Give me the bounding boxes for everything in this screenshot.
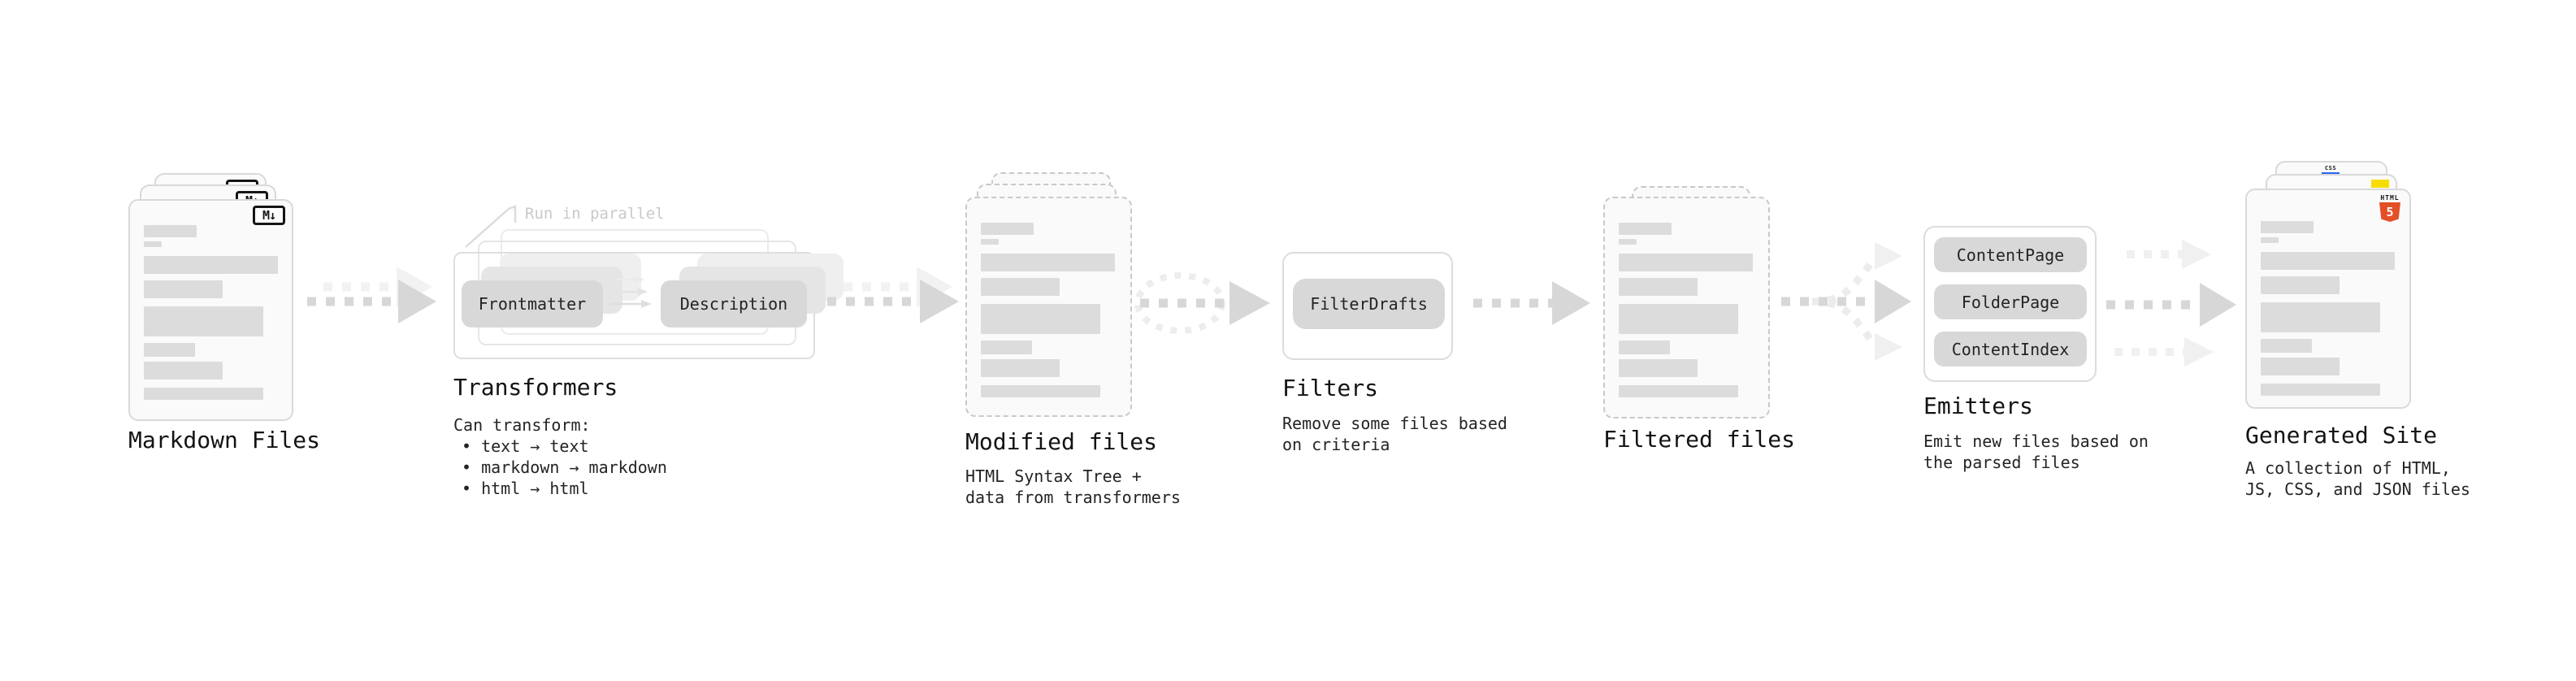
desc-line: Remove some files based — [1282, 414, 1507, 433]
doc-placeholder-bar — [1619, 239, 1637, 245]
doc-placeholder-bar — [981, 304, 1100, 334]
html5-icon: HTML 5 — [2379, 194, 2401, 222]
parallel-arrows-icon — [610, 275, 652, 308]
doc-placeholder-bar — [1619, 385, 1738, 397]
doc-placeholder-bar — [2261, 276, 2340, 294]
transformers-description: Can transform: • text → text • markdown … — [453, 414, 667, 499]
arrow-transformers-to-modified-icon — [827, 267, 959, 323]
css-badge-text: CSS — [2324, 165, 2337, 171]
desc-line: • markdown → markdown — [462, 458, 667, 477]
html5-badge-text: HTML — [2380, 194, 2400, 202]
doc-placeholder-bar — [2261, 358, 2340, 375]
doc-placeholder-bar — [1619, 278, 1698, 296]
stage-label-modified-files: Modified files — [965, 428, 1158, 455]
document-placeholder-lines — [2261, 221, 2401, 407]
desc-line: JS, CSS, and JSON files — [2245, 479, 2470, 499]
doc-placeholder-bar — [2261, 302, 2380, 332]
doc-placeholder-bar — [144, 256, 278, 274]
markdown-file-card-front: M↓ — [128, 199, 293, 421]
description-chip: Description — [661, 280, 807, 327]
doc-placeholder-bar — [2261, 339, 2312, 353]
doc-placeholder-bar — [144, 241, 162, 247]
emitters-description: Emit new files based on the parsed files — [1923, 431, 2149, 473]
contentindex-chip: ContentIndex — [1934, 332, 2087, 367]
document-placeholder-lines — [144, 201, 284, 419]
doc-placeholder-bar — [1619, 340, 1670, 354]
stage-label-markdown-files: Markdown Files — [128, 427, 321, 453]
doc-placeholder-bar — [1619, 359, 1698, 377]
doc-placeholder-bar — [144, 225, 197, 237]
doc-placeholder-bar — [144, 362, 223, 380]
doc-placeholder-bar — [981, 359, 1060, 377]
doc-placeholder-bar — [144, 306, 263, 336]
desc-line: Emit new files based on — [1923, 432, 2149, 451]
filters-description: Remove some files based on criteria — [1282, 413, 1507, 455]
note-leader-line — [465, 205, 517, 248]
modified-description: HTML Syntax Tree + data from transformer… — [965, 466, 1181, 508]
doc-placeholder-bar — [1619, 304, 1738, 334]
doc-placeholder-bar — [981, 239, 999, 245]
doc-placeholder-bar — [2261, 237, 2279, 243]
desc-line: on criteria — [1282, 435, 1390, 454]
desc-line: Can transform: — [453, 415, 591, 435]
frontmatter-chip: Frontmatter — [462, 280, 603, 327]
doc-placeholder-bar — [144, 280, 223, 298]
doc-placeholder-bar — [2261, 384, 2380, 396]
site-file-card-front: HTML 5 — [2245, 189, 2411, 409]
arrow-filters-to-filtered-icon — [1473, 281, 1590, 325]
desc-line: • html → html — [462, 479, 589, 498]
doc-placeholder-bar — [2261, 221, 2314, 233]
arrow-markdown-to-transformers-icon — [307, 267, 436, 323]
stage-label-generated-site: Generated Site — [2245, 422, 2438, 449]
css-badge-bar — [2322, 172, 2340, 175]
doc-placeholder-bar — [981, 340, 1032, 354]
site-description: A collection of HTML, JS, CSS, and JSON … — [2245, 458, 2470, 500]
doc-placeholder-bar — [2261, 252, 2395, 270]
doc-placeholder-bar — [1619, 223, 1672, 235]
stage-label-emitters: Emitters — [1923, 393, 2033, 419]
markdown-icon: M↓ — [253, 206, 285, 225]
arrows-emitters-to-site-icon — [2106, 240, 2236, 367]
contentpage-chip: ContentPage — [1934, 237, 2087, 272]
folderpage-chip: FolderPage — [1934, 284, 2087, 319]
stage-label-transformers: Transformers — [453, 374, 618, 401]
run-in-parallel-note: Run in parallel — [525, 205, 665, 223]
fork-arrows-filtered-to-emitters-icon — [1781, 242, 1911, 361]
desc-line: A collection of HTML, — [2245, 458, 2451, 478]
doc-placeholder-bar — [1619, 254, 1753, 271]
html5-shield: 5 — [2379, 202, 2400, 222]
arrow-modified-to-filters-icon — [1134, 272, 1270, 334]
document-placeholder-lines — [981, 198, 1122, 415]
doc-placeholder-bar — [981, 278, 1060, 296]
desc-line: HTML Syntax Tree + — [965, 466, 1142, 486]
css-file-icon: CSS — [2321, 166, 2340, 175]
desc-line: • text → text — [462, 436, 589, 456]
modified-file-card-front — [965, 197, 1132, 417]
stage-label-filters: Filters — [1282, 375, 1379, 401]
desc-line: the parsed files — [1923, 453, 2080, 472]
js-file-icon — [2371, 180, 2389, 188]
document-placeholder-lines — [1619, 198, 1760, 417]
doc-placeholder-bar — [144, 388, 263, 400]
filterdrafts-chip: FilterDrafts — [1293, 279, 1445, 329]
doc-placeholder-bar — [981, 385, 1100, 397]
doc-placeholder-bar — [144, 343, 195, 357]
stage-label-filtered-files: Filtered files — [1603, 426, 1796, 453]
filtered-file-card-front — [1603, 197, 1770, 419]
desc-line: data from transformers — [965, 488, 1181, 507]
doc-placeholder-bar — [981, 254, 1115, 271]
doc-placeholder-bar — [981, 223, 1034, 235]
